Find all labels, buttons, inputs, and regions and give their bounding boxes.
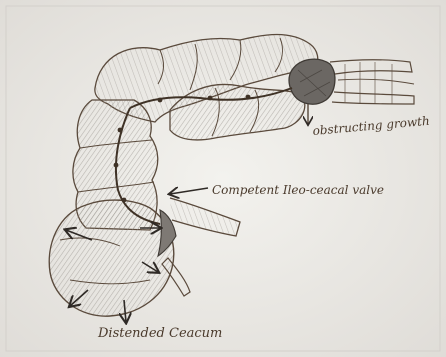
distended-caecum-label: Distended Ceacum <box>98 326 222 341</box>
obstructing-growth-mass <box>289 59 335 104</box>
ileo-caecal-valve-label: Competent Ileo-ceacal valve <box>212 183 384 197</box>
